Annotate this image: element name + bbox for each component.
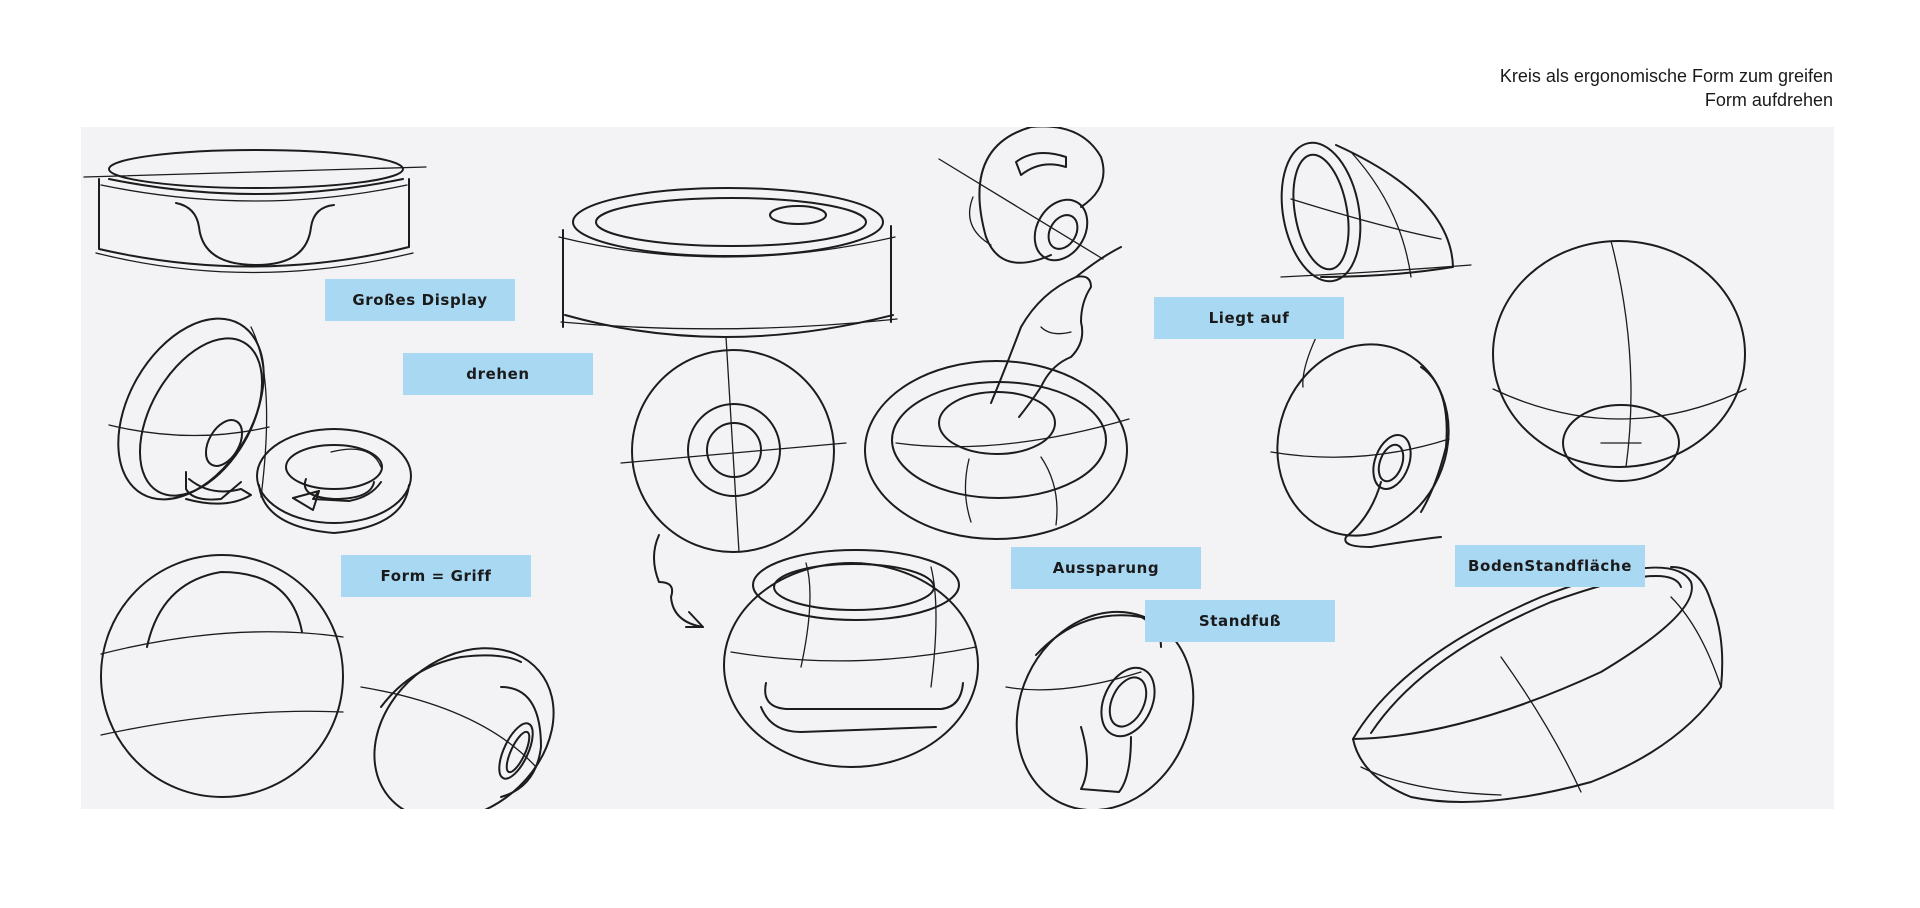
sketch-drawings <box>83 127 1747 809</box>
sketch-ring-sphere <box>723 549 979 768</box>
sketch-hemisphere-grip <box>360 647 555 809</box>
label-liegt-auf: Liegt auf <box>1154 297 1344 339</box>
label-aussparung: Aussparung <box>1011 547 1201 589</box>
sketch-sphere-foot <box>1270 326 1450 548</box>
sketch-finger-disc <box>864 246 1130 540</box>
sketch-sphere-cross <box>1492 240 1747 482</box>
label-boden-standflaeche: BodenStandfläche <box>1455 545 1645 587</box>
note-line-1: Kreis als ergonomische Form zum greifen <box>1499 66 1833 86</box>
sketch-bowl-stand <box>1005 610 1195 809</box>
label-form-griff: Form = Griff <box>341 555 531 597</box>
label-grosses-display: Großes Display <box>325 279 515 321</box>
sketch-puck-notch <box>83 149 427 274</box>
note-line-2: Form aufdrehen <box>1704 90 1833 110</box>
sketch-large-tilted-bowl <box>1352 566 1724 803</box>
sketch-board: Großes Display drehen Form = Griff Liegt… <box>81 127 1834 809</box>
sketch-sphere-arch <box>100 554 344 798</box>
sketch-concentric-top-view <box>620 336 847 553</box>
sketch-rotating-dial <box>256 428 412 534</box>
sketch-tilted-bowl <box>938 127 1105 264</box>
sketch-wheel-stem <box>108 317 270 505</box>
label-standfuss: Standfuß <box>1145 600 1335 642</box>
sketch-puck-knob <box>558 187 898 338</box>
sketch-curved-arrow <box>653 534 704 628</box>
label-drehen: drehen <box>403 353 593 395</box>
annotation-notes: Kreis als ergonomische Form zum greifen … <box>1500 64 1833 112</box>
sketch-bell-dome <box>1280 141 1472 283</box>
